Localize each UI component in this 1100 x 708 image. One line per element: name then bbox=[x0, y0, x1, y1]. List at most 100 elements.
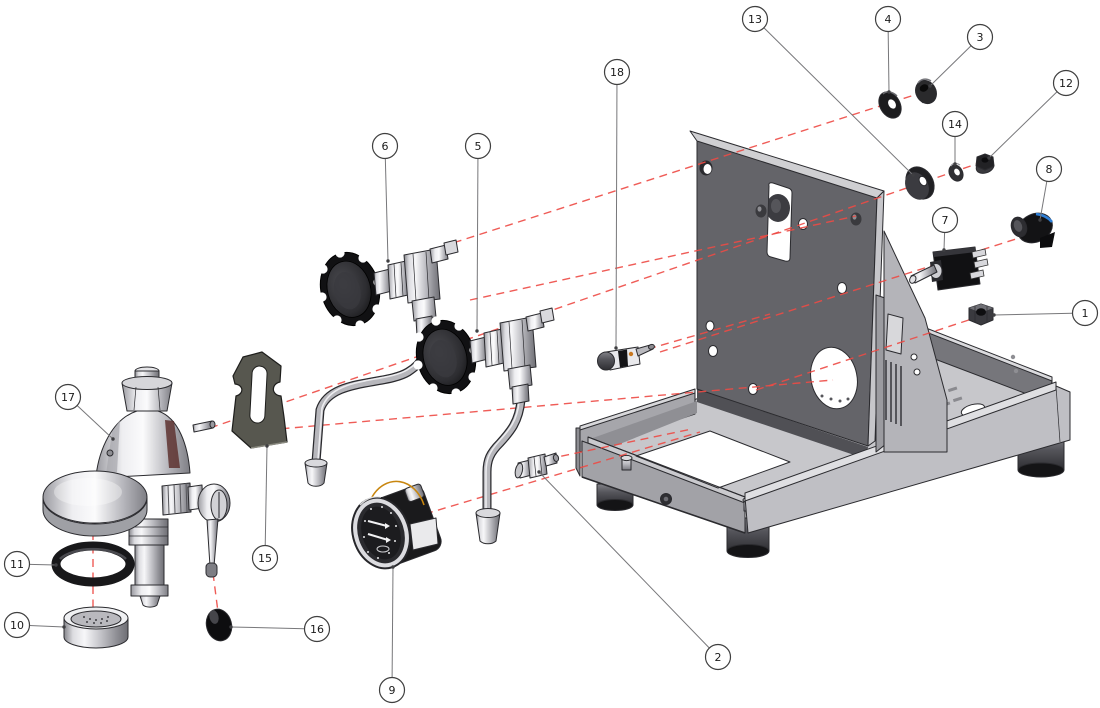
part-5-steam-valve bbox=[407, 307, 555, 545]
leader-line bbox=[230, 626, 305, 630]
balloon-circle bbox=[371, 132, 399, 160]
callout-16-knob-tip: 16 bbox=[229, 615, 331, 643]
balloon-circle bbox=[464, 132, 492, 160]
balloon-number: 3 bbox=[977, 31, 984, 44]
balloon-number: 11 bbox=[10, 558, 24, 571]
leader-line bbox=[264, 445, 268, 546]
explosion-axis-2 bbox=[469, 215, 857, 301]
leader-dot bbox=[229, 625, 233, 629]
balloon-circle bbox=[251, 544, 279, 572]
balloon-circle bbox=[378, 676, 406, 704]
leader-dot bbox=[911, 173, 915, 177]
leader-line bbox=[943, 232, 946, 251]
part-15-mounting-plate bbox=[231, 351, 288, 449]
back-panel bbox=[689, 130, 885, 447]
part-7-toggle-switch bbox=[909, 246, 989, 291]
callout-18-indicator-lamp: 18 bbox=[603, 58, 631, 350]
leader-line bbox=[538, 471, 710, 649]
callout-2-pipe-fitting: 2 bbox=[537, 470, 732, 671]
frame-base-assembly bbox=[575, 130, 1071, 558]
leader-line bbox=[988, 91, 1058, 159]
callout-13-large-washer: 13 bbox=[741, 5, 915, 177]
leader-line bbox=[887, 31, 890, 93]
leader-line bbox=[29, 563, 57, 566]
callout-5-steam-valve-assembly: 5 bbox=[464, 132, 492, 333]
balloon-number: 12 bbox=[1059, 77, 1073, 90]
leader-dot bbox=[386, 259, 390, 263]
balloon-circle bbox=[966, 23, 994, 51]
explosion-axis-5 bbox=[755, 312, 991, 391]
part-16-knob-tip bbox=[205, 608, 233, 642]
leader-dot bbox=[987, 156, 991, 160]
leader-dot bbox=[54, 563, 58, 567]
balloon-circle bbox=[54, 383, 82, 411]
leader-dot bbox=[953, 162, 957, 166]
leader-line bbox=[29, 625, 65, 628]
leader-dot bbox=[928, 84, 932, 88]
balloon-circle bbox=[3, 611, 31, 639]
callout-11-o-ring-gasket: 11 bbox=[3, 550, 58, 578]
leader-line bbox=[76, 405, 114, 440]
callout-17-group-head-assembly: 17 bbox=[54, 383, 115, 441]
explosion-axis-10 bbox=[212, 572, 219, 613]
leader-dot bbox=[537, 470, 541, 474]
balloon-circle bbox=[704, 643, 732, 671]
leader-line bbox=[929, 45, 972, 87]
leader-line bbox=[1039, 181, 1048, 221]
leader-dot bbox=[942, 248, 946, 252]
balloon-number: 14 bbox=[948, 118, 962, 131]
balloon-number: 10 bbox=[10, 619, 24, 632]
leader-dot bbox=[475, 329, 479, 333]
leader-dot bbox=[391, 565, 395, 569]
part-17-group-head-assembly bbox=[42, 366, 231, 608]
balloon-circle bbox=[1035, 155, 1063, 183]
leader-line bbox=[993, 312, 1073, 316]
balloon-number: 7 bbox=[942, 214, 949, 227]
leader-line bbox=[763, 27, 914, 176]
leader-line bbox=[615, 84, 618, 349]
callout-7-toggle-switch: 7 bbox=[931, 206, 959, 252]
explosion-axis-7 bbox=[547, 428, 693, 460]
explosion-axis-1 bbox=[209, 159, 989, 429]
callout-12-small-nut: 12 bbox=[987, 69, 1080, 160]
callout-15-mounting-plate: 15 bbox=[251, 444, 279, 572]
part-14-small-washer bbox=[948, 162, 964, 182]
part-2-pipe-fitting bbox=[514, 452, 560, 479]
balloon-circle bbox=[741, 5, 769, 33]
part-9-pressure-gauge bbox=[351, 480, 442, 570]
balloon-number: 16 bbox=[310, 623, 324, 636]
balloon-number: 5 bbox=[475, 140, 482, 153]
callout-8-power-connector: 8 bbox=[1035, 155, 1063, 222]
leader-dot bbox=[111, 437, 115, 441]
callout-9-pressure-gauge: 9 bbox=[378, 565, 406, 704]
balloon-number: 4 bbox=[885, 13, 892, 26]
leader-line bbox=[384, 158, 389, 262]
explosion-axis-0 bbox=[427, 89, 931, 252]
balloon-number: 17 bbox=[61, 391, 75, 404]
part-12-small-nut bbox=[975, 153, 995, 174]
balloon-number: 15 bbox=[258, 552, 272, 565]
part-1-hex-nut bbox=[968, 303, 994, 326]
callout-4-washer: 4 bbox=[874, 5, 902, 94]
leader-dot bbox=[1038, 218, 1042, 222]
leader-dot bbox=[62, 625, 66, 629]
balloon-circle bbox=[1071, 299, 1099, 327]
balloon-circle bbox=[603, 58, 631, 86]
balloon-circle bbox=[941, 110, 969, 138]
leader-dot bbox=[887, 90, 891, 94]
part-18-indicator-lamp bbox=[597, 343, 655, 371]
balloon-number: 1 bbox=[1082, 307, 1089, 320]
balloon-number: 13 bbox=[748, 13, 762, 26]
balloon-number: 9 bbox=[389, 684, 396, 697]
part-10-filter-basket bbox=[63, 606, 129, 649]
side-gusset bbox=[875, 230, 1019, 453]
leader-dot bbox=[265, 444, 269, 448]
callout-10-filter-basket: 10 bbox=[3, 611, 66, 639]
callout-1-hex-nut: 1 bbox=[992, 299, 1099, 327]
balloon-circle bbox=[874, 5, 902, 33]
balloon-circle bbox=[931, 206, 959, 234]
balloon-number: 6 bbox=[382, 140, 389, 153]
